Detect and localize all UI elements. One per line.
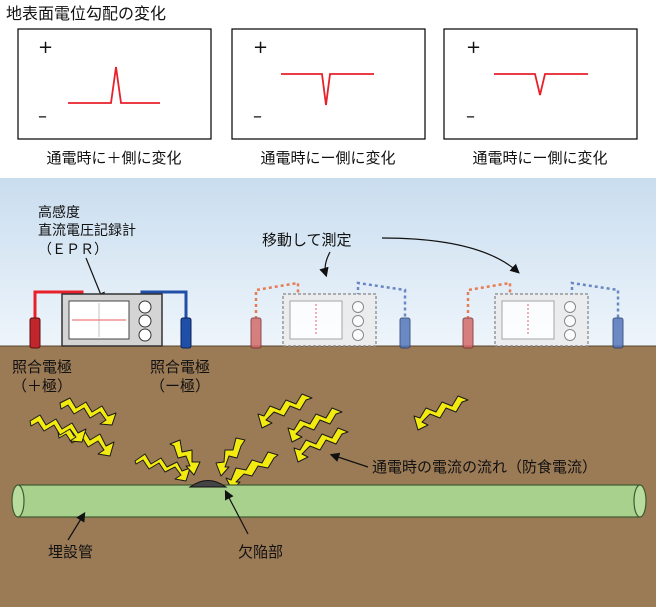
soil	[0, 346, 656, 607]
zigzag-arrow-6	[215, 437, 246, 477]
move-label: 移動して測定	[262, 231, 352, 249]
graph-1-minus: –	[38, 106, 47, 127]
graph-3-caption: 通電時にー側に変化	[472, 149, 607, 167]
minus-electrode	[180, 317, 192, 349]
zigzag-arrow-9	[287, 407, 343, 443]
electrode-minus-label-1: 照合電極	[150, 358, 210, 376]
graph-2: + – 通電時にー側に変化	[231, 28, 426, 167]
zigzag-arrow-11	[413, 395, 469, 431]
graph-1-trace	[68, 66, 160, 104]
recorder-label-3: （ＥＰＲ）	[38, 242, 108, 258]
buried-pipe	[11, 484, 647, 518]
graph-2-minus: –	[253, 106, 262, 127]
zigzag-arrow-4	[134, 453, 191, 482]
graph-2-caption: 通電時にー側に変化	[260, 149, 395, 167]
graph-2-trace	[281, 73, 374, 106]
defect-spot	[188, 480, 228, 488]
graph-3-minus: –	[466, 106, 475, 127]
current-flow-label: 通電時の電流の流れ（防食電流）	[372, 458, 597, 476]
figure-title: 地表面電位勾配の変化	[6, 4, 166, 23]
zigzag-arrow-5	[169, 439, 201, 476]
graph-1: + – 通電時に＋側に変化	[17, 28, 212, 167]
recorder-ghost-1	[250, 281, 411, 349]
current-arrows	[29, 393, 469, 491]
graph-3-plus: +	[466, 37, 481, 58]
zigzag-arrow-3	[29, 414, 87, 443]
zigzag-arrow-1	[59, 397, 117, 426]
recorder-label-2: 直流電圧記録計	[38, 222, 136, 239]
electrode-plus-label-2: （＋極）	[12, 377, 72, 395]
graph-1-plus: +	[38, 37, 53, 58]
pipe-label: 埋設管	[48, 543, 93, 561]
zigzag-arrow-8	[257, 393, 313, 429]
defect-label: 欠陥部	[238, 543, 283, 561]
recorder-label-1: 高感度	[38, 204, 80, 221]
graph-3: + – 通電時にー側に変化	[443, 28, 638, 167]
electrode-minus-label-2: （ー極）	[150, 377, 210, 395]
graph-1-caption: 通電時に＋側に変化	[46, 149, 181, 167]
epr-recorder: 高感度 直流電圧記録計 （ＥＰＲ）	[29, 204, 192, 349]
electrode-plus-label-1: 照合電極	[12, 358, 72, 376]
recorder-ghost-2	[462, 281, 624, 349]
plus-electrode	[29, 317, 41, 349]
graph-2-plus: +	[253, 37, 268, 58]
zigzag-arrow-10	[293, 427, 349, 463]
graph-3-trace	[494, 73, 588, 96]
